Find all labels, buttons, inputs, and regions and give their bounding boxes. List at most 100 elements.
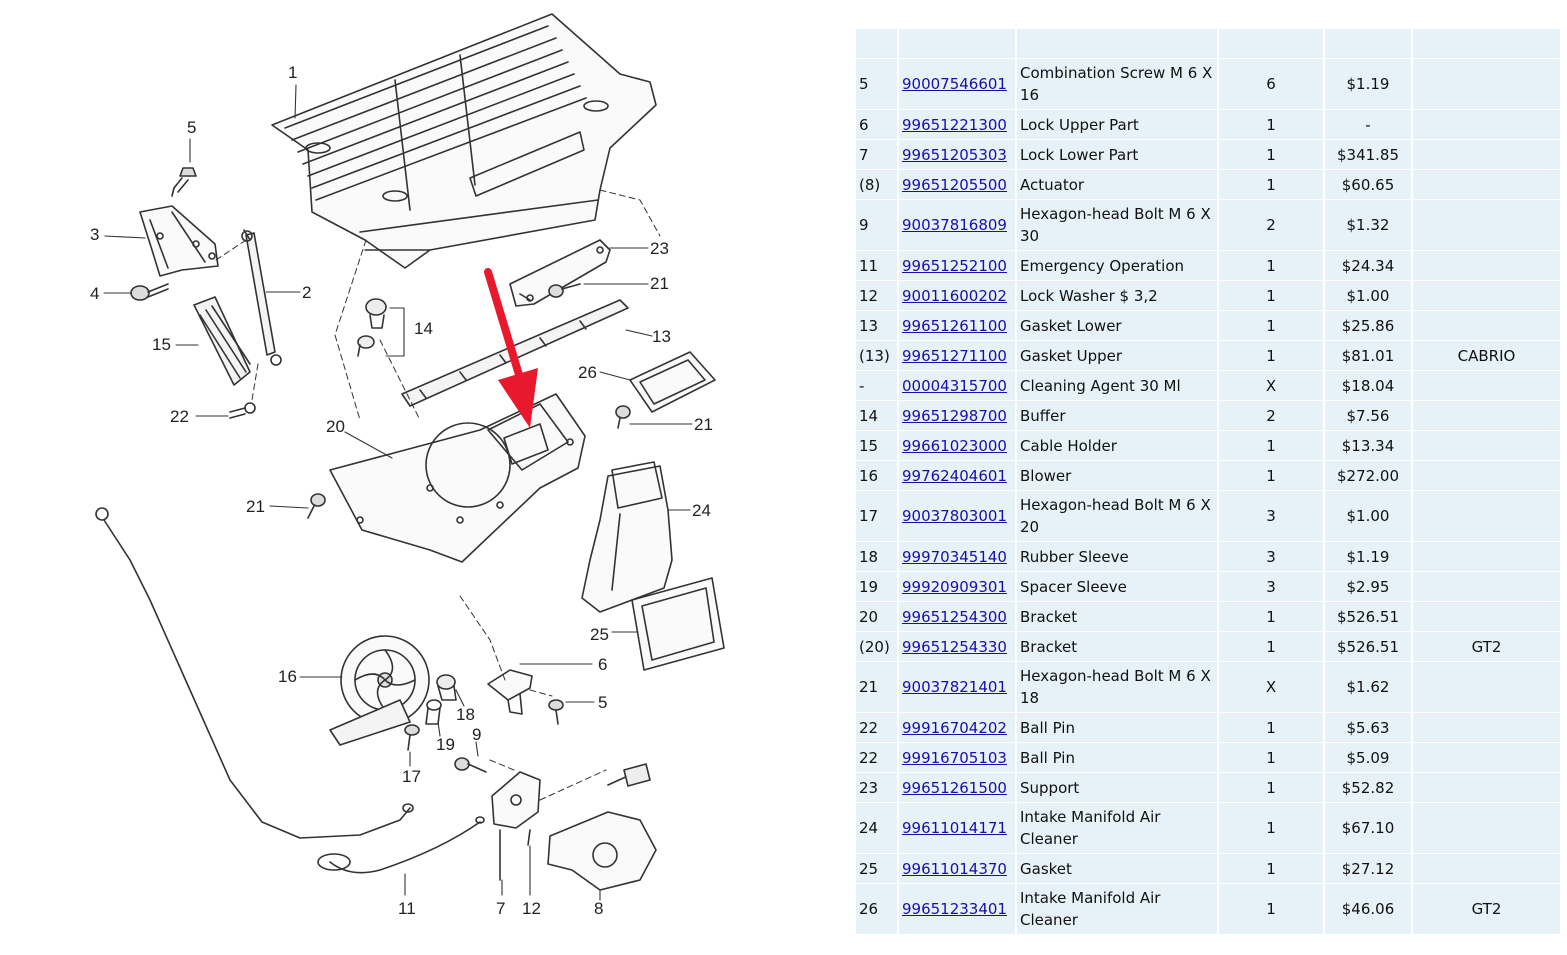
part-number-link[interactable]: 99651205303 — [902, 145, 1007, 164]
part-bolt-21-upper — [548, 283, 581, 298]
part-price: $526.51 — [1336, 637, 1400, 656]
part-price: $1.62 — [1346, 678, 1390, 696]
part-description: Lock Washer $ 3,2 — [1020, 286, 1158, 305]
part-number-link[interactable]: 90037821401 — [902, 678, 1007, 696]
part-number-link[interactable]: 99611014171 — [902, 819, 1007, 837]
part-qty: 1 — [1266, 115, 1276, 134]
diagram-canvas: 1234556789111213141516171819202121212223… — [90, 13, 725, 918]
part-number-link[interactable]: 99651254300 — [902, 607, 1007, 626]
part-qty: 1 — [1266, 436, 1276, 455]
part-description: Ball Pin — [1020, 748, 1075, 767]
part-description: Rubber Sleeve — [1020, 547, 1129, 566]
part-ref: 9 — [859, 216, 869, 234]
part-number-link[interactable]: 99651221300 — [902, 115, 1007, 134]
assembly-guides — [215, 189, 661, 801]
part-price: $2.95 — [1346, 577, 1390, 596]
part-intake-duct — [581, 461, 673, 613]
part-ref: 13 — [859, 316, 879, 335]
part-number-link[interactable]: 99661023000 — [902, 436, 1007, 455]
part-ref: 15 — [859, 436, 879, 455]
part-number-link[interactable]: 99611014370 — [902, 859, 1007, 878]
part-bolt-9 — [454, 757, 487, 773]
part-number-link[interactable]: 99916705103 — [902, 748, 1007, 767]
part-ref: - — [859, 376, 865, 395]
part-ref: 24 — [859, 819, 879, 837]
part-description: Gasket Lower — [1020, 316, 1122, 335]
part-gasket-frame — [631, 577, 725, 671]
part-price: $272.00 — [1336, 466, 1400, 485]
part-ref: 22 — [859, 718, 879, 737]
part-number-link[interactable]: 99970345140 — [902, 547, 1007, 566]
part-number-link[interactable]: 90007546601 — [902, 75, 1007, 93]
part-qty: 1 — [1266, 748, 1276, 767]
callout-12: 12 — [522, 899, 541, 918]
part-number-link[interactable]: 99916704202 — [902, 718, 1007, 737]
part-number-link[interactable]: 90011600202 — [902, 286, 1007, 305]
part-ref: 22 — [859, 748, 879, 767]
part-lock-lower — [491, 771, 541, 881]
part-combination-screw — [171, 167, 197, 197]
part-description: Hexagon-head Bolt M 6 X 20 — [1020, 496, 1211, 536]
part-number-link[interactable]: 90037816809 — [902, 216, 1007, 234]
part-number-link[interactable]: 90037803001 — [902, 507, 1007, 525]
part-number-link[interactable]: 99762404601 — [902, 466, 1007, 485]
part-gas-strut — [241, 229, 282, 366]
part-qty: 1 — [1266, 145, 1276, 164]
part-ref: 5 — [859, 75, 869, 93]
part-rubber-sleeve — [436, 674, 457, 701]
part-number-link[interactable]: 99920909301 — [902, 577, 1007, 596]
callout-8: 8 — [594, 899, 603, 918]
part-qty: 1 — [1266, 718, 1276, 737]
part-description: Hexagon-head Bolt M 6 X 30 — [1020, 205, 1211, 245]
part-number-link[interactable]: 99651271100 — [902, 346, 1007, 365]
callout-4: 4 — [90, 284, 99, 303]
part-price: $526.51 — [1336, 607, 1400, 626]
part-number-link[interactable]: 99651233401 — [902, 900, 1007, 918]
callout-21: 21 — [650, 274, 669, 293]
part-ref: 6 — [859, 115, 869, 134]
callout-18: 18 — [456, 705, 475, 724]
callout-21: 21 — [246, 497, 265, 516]
part-number-link[interactable]: 99651261500 — [902, 778, 1007, 797]
part-number-link[interactable]: 99651298700 — [902, 406, 1007, 425]
part-ball-pin — [229, 402, 256, 419]
part-number-link[interactable]: 99651252100 — [902, 256, 1007, 275]
part-qty: 1 — [1266, 286, 1276, 305]
part-qty: X — [1265, 376, 1277, 395]
part-description: Lock Lower Part — [1020, 145, 1139, 164]
callout-24: 24 — [692, 501, 711, 520]
part-qty: 1 — [1266, 778, 1276, 797]
part-description: Intake Manifold Air Cleaner — [1020, 808, 1161, 848]
part-ref: 19 — [859, 577, 879, 596]
part-qty: 2 — [1266, 216, 1276, 234]
part-price: $18.04 — [1341, 376, 1395, 395]
part-qty: 6 — [1266, 75, 1276, 93]
part-number-link[interactable]: 99651254330 — [902, 637, 1007, 656]
part-number-link[interactable]: 99651261100 — [902, 316, 1007, 335]
part-ref: 18 — [859, 547, 879, 566]
part-note: GT2 — [1471, 637, 1502, 656]
callout-17: 17 — [402, 767, 421, 786]
part-number-link[interactable]: 99651205500 — [902, 175, 1007, 194]
part-qty: 1 — [1266, 819, 1276, 837]
part-number-link[interactable]: 00004315700 — [902, 376, 1007, 395]
part-lock-upper — [487, 669, 533, 715]
leader-lines — [103, 84, 693, 901]
part-description: Blower — [1020, 466, 1072, 485]
table-row: 24 99611014171 Intake Manifold Air Cleaner… — [856, 803, 1560, 853]
part-price: $5.63 — [1346, 718, 1390, 737]
part-ref: 20 — [859, 607, 879, 626]
